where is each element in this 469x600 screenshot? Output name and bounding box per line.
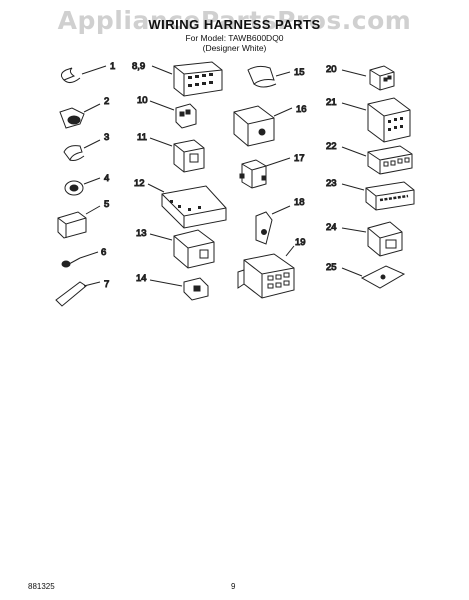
watermark: AppliancePartsPros.com: [57, 6, 412, 35]
part-3-tie: [63, 139, 101, 162]
part-14-plug: [183, 277, 209, 301]
callout-8-9: 8,9: [132, 61, 145, 72]
callout-24: 24: [326, 222, 337, 233]
callout-12: 12: [134, 178, 145, 189]
callout-14: 14: [136, 273, 147, 284]
part-7-strap: [55, 281, 101, 307]
callout-6: 6: [101, 247, 106, 258]
part-2-clamp: [59, 103, 101, 129]
part-12-terminal-strip: [161, 185, 227, 229]
part-23-connector: [365, 181, 415, 211]
part-19-block-connector: [237, 245, 295, 299]
part-20-plug: [369, 65, 395, 91]
part-11-connector: [173, 139, 205, 173]
callout-18: 18: [294, 197, 305, 208]
part-6-screw: [61, 251, 99, 268]
part-5-bracket: [57, 205, 101, 239]
callout-25: 25: [326, 262, 337, 273]
part-17-connector: [239, 157, 291, 189]
callout-11: 11: [137, 132, 147, 143]
part-24-connector: [367, 221, 403, 257]
part-1-clip: [60, 65, 107, 84]
callout-5: 5: [104, 199, 109, 210]
callout-19: 19: [295, 237, 306, 248]
callout-20: 20: [326, 64, 337, 75]
footer-page-number: 9: [231, 582, 236, 591]
callout-3: 3: [104, 132, 109, 143]
part-13-connector: [173, 229, 215, 269]
callout-2: 2: [104, 96, 109, 107]
callout-4: 4: [104, 173, 109, 184]
part-25-plate: [360, 265, 406, 289]
part-8-9-housing: [173, 61, 223, 97]
model-info: For Model: TAWB600DQ0 (Designer White): [0, 33, 469, 53]
part-10-connector: [175, 103, 197, 129]
callout-1: 1: [110, 61, 115, 72]
callout-10: 10: [137, 95, 148, 106]
model-note: (Designer White): [202, 43, 267, 53]
callout-13: 13: [136, 228, 147, 239]
part-18-clip: [255, 205, 291, 245]
callout-17: 17: [294, 153, 305, 164]
footer-code: 881325: [28, 582, 55, 591]
callout-21: 21: [326, 97, 337, 108]
part-16-housing: [233, 105, 293, 147]
callout-7: 7: [104, 279, 109, 290]
part-21-housing: [367, 97, 411, 143]
model-line: For Model: TAWB600DQ0: [185, 33, 284, 43]
part-22-connector: [367, 145, 413, 175]
part-4-grommet: [64, 177, 101, 196]
callout-23: 23: [326, 178, 337, 189]
callout-15: 15: [294, 67, 305, 78]
callout-16: 16: [296, 104, 307, 115]
callout-22: 22: [326, 141, 337, 152]
page-title: WIRING HARNESS PARTS: [148, 17, 321, 32]
part-15-sleeve: [247, 65, 291, 88]
